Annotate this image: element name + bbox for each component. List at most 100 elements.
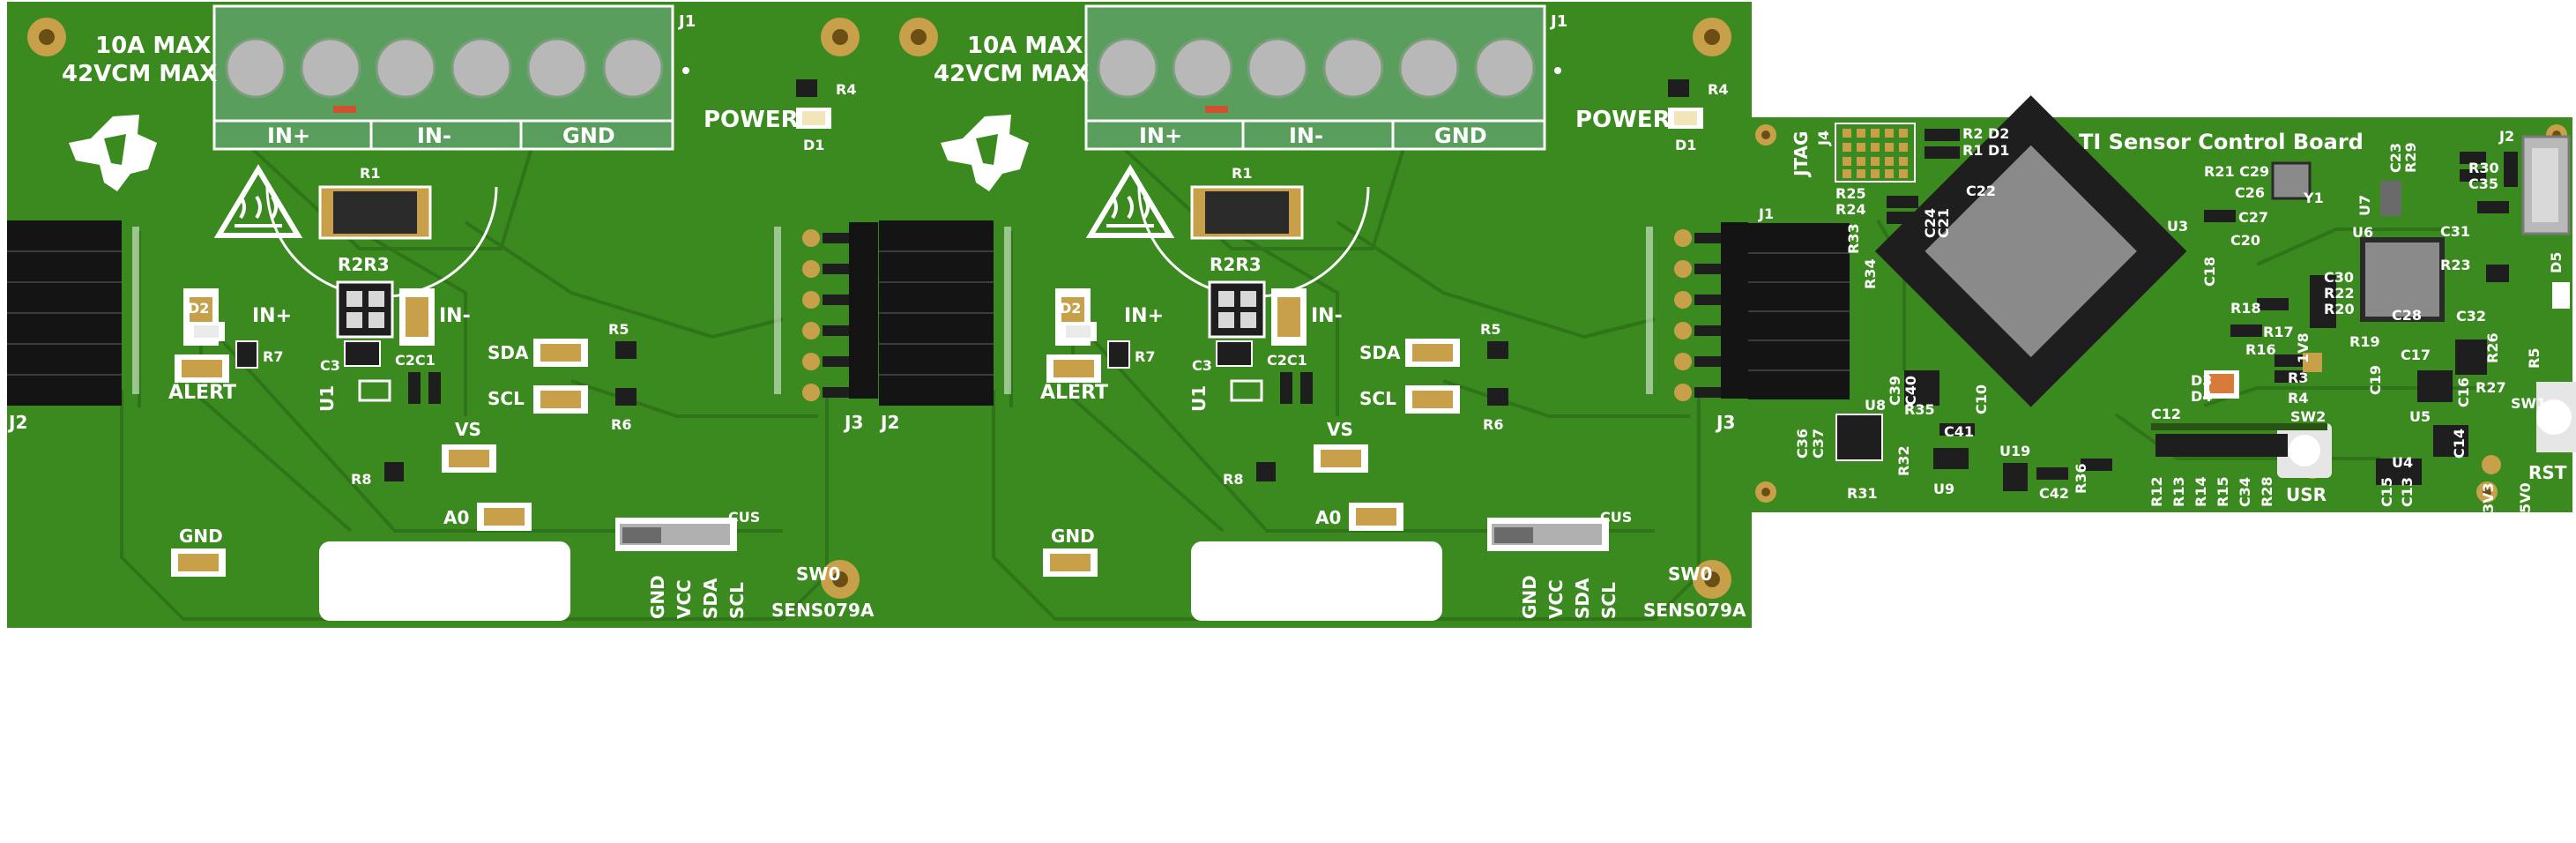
ref-r16: R16: [2245, 341, 2276, 358]
bus-label-vcc: VCC: [674, 579, 695, 619]
ref-d4: D4: [2191, 388, 2212, 405]
ref-c13: C13: [2399, 477, 2416, 507]
ref-r34: R34: [1862, 258, 1879, 289]
in-minus-label: IN-: [439, 305, 471, 327]
ref-r33: R33: [1845, 223, 1862, 254]
c2c1-label: C2C1: [1267, 352, 1307, 369]
r6-label: R6: [1483, 416, 1503, 433]
ref-c37: C37: [1810, 429, 1827, 459]
j2-label: J2: [7, 412, 27, 433]
r1-label: R1: [360, 165, 380, 182]
sw0-label: SW0: [1668, 563, 1712, 585]
vs-label: VS: [1327, 419, 1353, 440]
j1-label: J1: [1758, 205, 1774, 222]
j3-label: J3: [843, 412, 863, 433]
ref-r31: R31: [1847, 485, 1878, 502]
ref-r12: R12: [2148, 476, 2165, 507]
j4-label: J4: [1815, 131, 1832, 146]
r7-label: R7: [263, 348, 283, 365]
ref-r35: R35: [1904, 401, 1935, 418]
ref-c24: C24: [1922, 208, 1939, 238]
ref-r19: R19: [2349, 333, 2380, 350]
j2-label: J2: [2498, 128, 2514, 145]
bus-label-gnd: GND: [1519, 575, 1540, 619]
ref-r2-d2: R2 D2: [1962, 125, 2009, 142]
gnd-testpoint-label: GND: [1051, 526, 1095, 547]
a0-label: A0: [443, 507, 469, 528]
y1-label: Y1: [2303, 190, 2324, 206]
u1-label: U1: [1188, 385, 1210, 412]
ref-r32: R32: [1895, 445, 1912, 476]
d2-label: D2: [188, 300, 209, 317]
ref-c30: C30: [2324, 269, 2354, 286]
sda-label: SDA: [1359, 342, 1401, 363]
ref-c40: C40: [1902, 376, 1919, 406]
r2r3-label: R2R3: [338, 254, 390, 275]
ref-r22: R22: [2324, 285, 2355, 302]
scl-label: SCL: [1359, 388, 1396, 409]
ref-c32: C32: [2456, 308, 2486, 325]
bus-label-scl: SCL: [726, 582, 748, 619]
control-board-title: TI Sensor Control Board: [2079, 130, 2364, 154]
u6-label: U6: [2352, 224, 2373, 241]
ref-r20: R20: [2324, 301, 2355, 317]
ref-c36: C36: [1794, 429, 1811, 459]
ref-r4: R4: [2288, 390, 2308, 407]
sensor-board-a: 10A MAX 42VCM MAX J1 IN+ IN- GND R4 POWE…: [7, 2, 880, 628]
max-current-label: 10A MAX: [95, 33, 211, 59]
max-voltage-label: 42VCM MAX: [934, 61, 1089, 87]
ref-c18: C18: [2201, 257, 2218, 287]
max-voltage-label: 42VCM MAX: [62, 61, 217, 87]
ref-c20: C20: [2230, 232, 2260, 249]
terminal-label-gnd: GND: [1434, 123, 1487, 148]
ref-r29: R29: [2402, 142, 2419, 173]
sw2-label: SW2: [2290, 408, 2326, 425]
d1-label: D1: [1675, 137, 1696, 153]
ref-r13: R13: [2170, 476, 2187, 507]
ref-c19: C19: [2367, 365, 2384, 395]
j1-label: J1: [677, 12, 696, 31]
u8-label: U8: [1865, 397, 1886, 414]
power-label: POWER: [704, 107, 799, 133]
ref-r30: R30: [2468, 160, 2499, 176]
r8-label: R8: [351, 471, 371, 488]
ref-c10: C10: [1973, 384, 1990, 414]
u1-label: U1: [316, 385, 338, 412]
ref-c28: C28: [2392, 307, 2422, 324]
sw1-label: SW1: [2511, 395, 2546, 412]
sensor-board-b: 10A MAX 42VCM MAX J1 IN+ IN- GND R4 POWE…: [879, 2, 1752, 628]
ref-c34: C34: [2237, 477, 2253, 507]
ref-c21: C21: [1935, 208, 1952, 238]
rst-label: RST: [2528, 462, 2567, 483]
r5-label: R5: [1480, 321, 1500, 338]
ref-c31: C31: [2440, 223, 2470, 240]
r7-label: R7: [1135, 348, 1155, 365]
ref-c22: C22: [1966, 183, 1996, 199]
ref-r15: R15: [2215, 476, 2231, 507]
r4-label: R4: [836, 81, 856, 98]
usr-label: USR: [2286, 484, 2327, 505]
ref-r18: R18: [2230, 300, 2261, 317]
sw0-label: SW0: [796, 563, 840, 585]
bus-label-sda: SDA: [700, 578, 721, 619]
ref-c27: C27: [2238, 209, 2268, 226]
r4-label: R4: [1708, 81, 1728, 98]
gnd-testpoint-label: GND: [179, 526, 223, 547]
j2-label: J2: [879, 412, 899, 433]
terminal-label-gnd: GND: [562, 123, 615, 148]
power-label: POWER: [1575, 107, 1671, 133]
vs-label: VS: [455, 419, 481, 440]
ref-r24: R24: [1835, 201, 1866, 218]
ref-c15: C15: [2379, 477, 2395, 507]
bus-label-scl: SCL: [1598, 582, 1619, 619]
in-plus-label: IN+: [252, 305, 292, 327]
c3-label: C3: [1192, 357, 1212, 374]
in-minus-label: IN-: [1311, 305, 1343, 327]
r2r3-label: R2R3: [1210, 254, 1262, 275]
ref-c12: C12: [2151, 406, 2181, 422]
bus-label-gnd: GND: [647, 575, 668, 619]
a0-label: A0: [1315, 507, 1341, 528]
terminal-label-in-minus: IN-: [1289, 123, 1323, 148]
